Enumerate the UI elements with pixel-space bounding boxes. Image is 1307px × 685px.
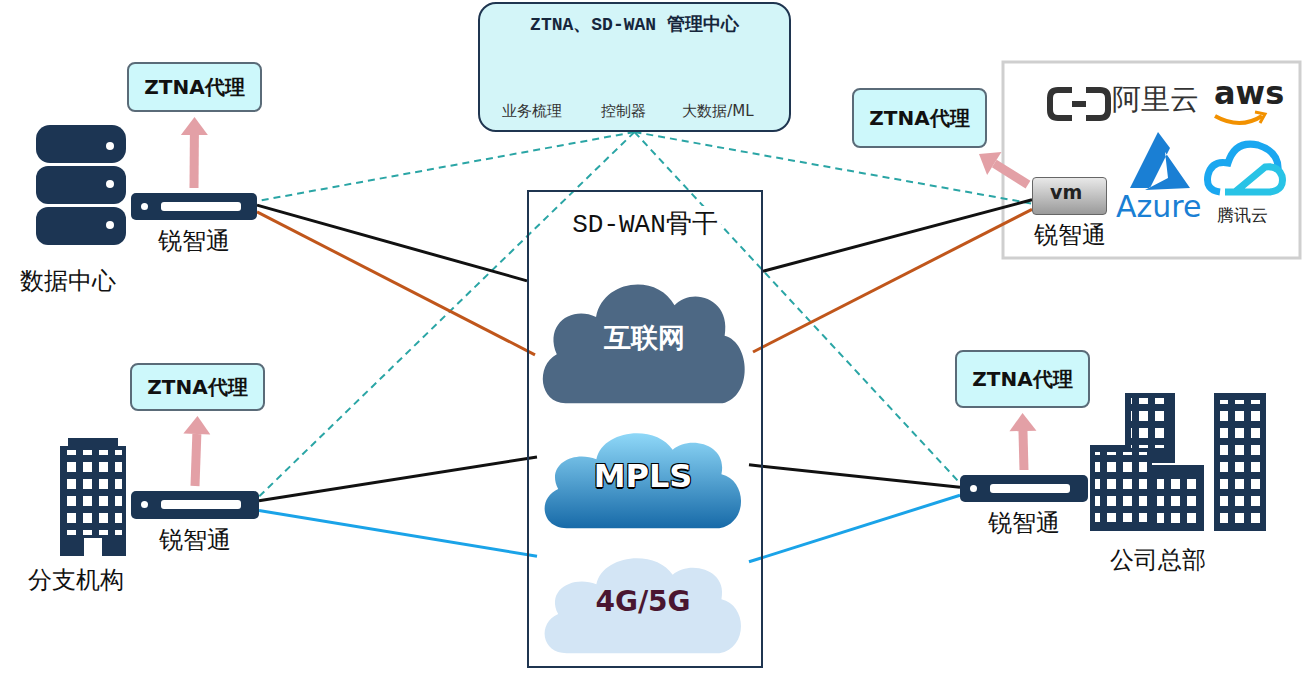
backbone-panel: SD-WAN骨干互联网 MPLS 4G/5G (527, 190, 763, 668)
node-text: SD-WAN骨干 (569, 206, 721, 241)
sdwan-device: 锐智通 (131, 491, 259, 519)
network-cloud: 4G/5G (537, 545, 749, 657)
connector (183, 416, 210, 486)
device-dot (141, 501, 148, 508)
node-text: ZTNA代理 (147, 374, 247, 401)
cloud-logo-text: Azure (1116, 190, 1201, 223)
ztna-proxy: ZTNA代理 (852, 88, 987, 148)
node-text: 控制器 (601, 102, 646, 121)
device-dot (970, 485, 977, 492)
icon-label: 大数据/ML (665, 98, 771, 124)
network-cloud: MPLS (537, 420, 749, 532)
sdwan-device: 锐智通 (131, 193, 257, 220)
azure-logo (1130, 132, 1190, 190)
connector (257, 212, 535, 355)
connector (257, 205, 527, 281)
connector (749, 495, 960, 562)
connector (181, 117, 208, 188)
ztna-proxy: ZTNA代理 (130, 363, 265, 411)
node-text: 锐智通 (158, 225, 230, 257)
device-slot (990, 484, 1070, 493)
cloud-panel (1003, 62, 1300, 258)
connector (259, 457, 537, 501)
connector (1009, 413, 1036, 470)
connector (979, 152, 1028, 185)
node-text: MPLS (594, 457, 693, 495)
node-text: 业务梳理 (502, 102, 562, 121)
connector (259, 511, 537, 557)
site-label: 数据中心 (20, 268, 116, 294)
site-label: 分支机构 (28, 567, 124, 593)
database-icon (36, 125, 126, 245)
device-slot (161, 500, 241, 509)
cloud-logo-text: aws (1214, 76, 1284, 111)
sdwan-device: 锐智通 (960, 475, 1088, 502)
aws-smile (1215, 116, 1262, 123)
connector (763, 200, 1032, 271)
device-dot (141, 203, 148, 210)
node-text: ZTNA代理 (869, 105, 969, 132)
connector (749, 465, 960, 487)
cloud-logo-text: 腾讯云 (1217, 206, 1268, 225)
ztna-proxy: ZTNA代理 (127, 62, 262, 112)
vm-logo: vm (1050, 182, 1082, 203)
node-text: 4G/5G (595, 585, 690, 618)
connector (753, 209, 1032, 352)
node-text: 锐智通 (159, 524, 231, 556)
node-text: 大数据/ML (682, 102, 753, 121)
branch-building (60, 438, 126, 556)
tencent-logo (1225, 167, 1283, 192)
aws-arrow (1255, 112, 1265, 123)
node-text: ZTNA代理 (144, 74, 244, 101)
hq-buildings (1090, 393, 1266, 531)
network-cloud: 互联网 (535, 268, 753, 408)
aliyun-logo (1050, 90, 1108, 118)
node-text: 锐智通 (1034, 219, 1106, 251)
cloud-logo-text: 阿里云 (1112, 84, 1199, 116)
site-label: 公司总部 (1110, 547, 1206, 573)
icon-label: 控制器 (579, 98, 667, 124)
node-text: ZTNA、SD-WAN 管理中心 (480, 12, 789, 36)
management-center: ZTNA、SD-WAN 管理中心业务梳理 控制器 大数据/ML (478, 2, 791, 132)
ztna-proxy: ZTNA代理 (955, 350, 1090, 408)
node-text: ZTNA代理 (972, 366, 1072, 393)
node-text: 互联网 (604, 320, 685, 356)
device-slot (161, 202, 241, 211)
icon-label: 业务梳理 (486, 98, 578, 124)
node-text: 锐智通 (988, 507, 1060, 539)
